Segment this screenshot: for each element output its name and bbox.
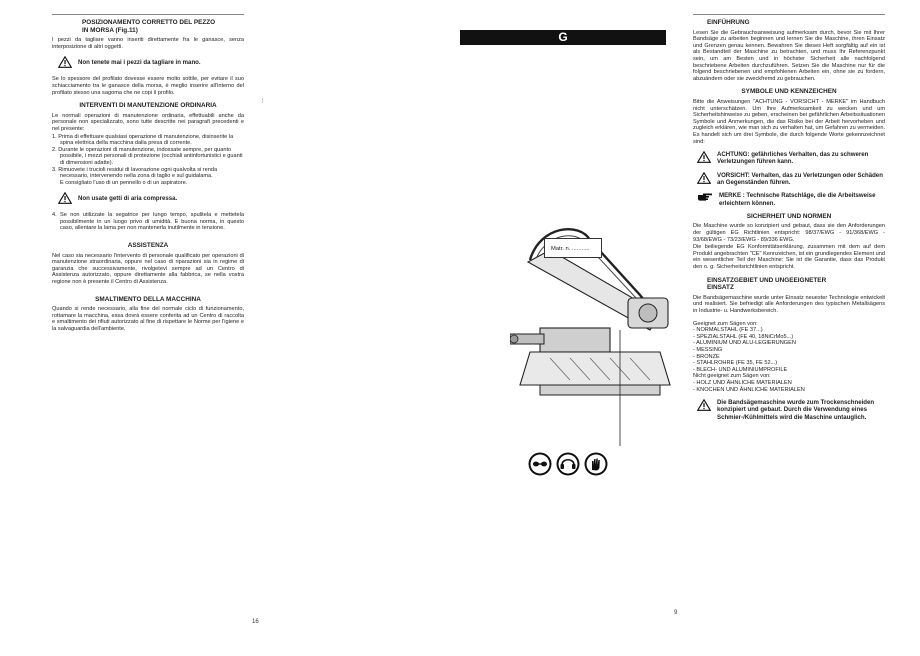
ear-protection-icon [556,452,580,476]
symbol-achtung: ACHTUNG: gefährliches Verhalten, das zu … [697,151,885,166]
page-number-left: 16 [252,619,259,625]
sicherheit-paragraph-1: Die Maschine wurde so konzipiert und geb… [693,223,885,243]
morsa-paragraph: I pezzi da tagliare vanno inseriti diret… [52,37,244,50]
warning-compressed-air-text: Non usate getti di aria compressa. [78,194,178,202]
serial-number-label: Matr. n. ........... [544,238,602,258]
list-item: - KNOCHEN UND ÄHNLICHE MATERIALEN [693,386,805,393]
section-manutenzione-title: INTERVENTI DI MANUTENZIONE ORDINARIA [79,102,217,110]
warning-hands: Non tenete mai i pezzi da tagliare in ma… [58,56,244,69]
warning-hands-text: Non tenete mai i pezzi da tagliare in ma… [78,58,201,66]
warning-compressed-air: Non usate getti di aria compressa. [58,192,244,205]
symbole-paragraph: Bitte die Anweisungen "ACHTUNG - VORSICH… [693,98,885,145]
section-assistenza-title: ASSISTENZA [127,242,169,250]
right-page: G Matr. n. ........... [460,0,920,656]
list-item: E consigliato l'uso di un pennello o di … [60,179,188,186]
left-text-column: POSIZIONAMENTO CORRETTO DEL PEZZO IN MOR… [52,14,244,339]
warning-triangle-icon [58,56,72,69]
margin-mark: ¦ [262,98,264,104]
gloves-icon [584,452,608,476]
merke-text: MERKE : Technische Ratschläge, die die A… [719,192,876,207]
section-einsatz-title-line1: EINSATZGEBIET UND UNGEEIGNETER [707,276,827,284]
spessore-paragraph: Se lo spessore del profilato dovesse ess… [52,76,244,96]
unsuitable-list: - HOLZ UND ÄHNLICHE MATERIALEN - KNOCHEN… [693,380,885,393]
bandsaw-illustration [510,227,671,446]
sicherheit-paragraph-2: Die beiliegende EG Konformitätserklärung… [693,244,885,271]
list-item: - HOLZ UND ÄHNLICHE MATERIALEN [693,379,792,386]
list-item: - BRONZE [693,353,720,360]
pointing-hand-icon [698,193,712,201]
vorsicht-text: VORSICHT: Verhalten, das zu Verletzungen… [717,171,883,186]
section-einfuehrung-title: EINFÜHRUNG [707,19,750,26]
suitable-intro: Geeignet zum Sägen von: [693,320,758,327]
ppe-icons [528,452,608,476]
list-item: 3. Rimuovete i trucioli residui di lavor… [52,166,218,180]
einfuehrung-paragraph: Lesen Sie die Gebrauchsanweisung aufmerk… [693,29,885,82]
assistenza-paragraph: Nel caso sia necessario l'intervento di … [52,252,244,286]
warning-dry-cutting: Die Bandsägemaschine wurde zum Trockensc… [697,399,885,421]
warning-triangle-icon [697,399,711,411]
list-item: - STAHLROHRE (FE 35, FE 52...) [693,360,778,367]
einsatz-paragraph: Die Bandsägemaschine wurde unter Einsatz… [693,294,885,314]
section-symbole-title: SYMBOLE UND KENNZEICHEN [741,88,837,96]
list-item: - MESSING [693,346,723,353]
manutenzione-list: 1. Prima di effettuare qualsiasi operazi… [52,134,244,187]
manutenzione-intro: Le normali operazioni di manutenzione or… [52,112,244,132]
page-number-right: 9 [674,610,678,616]
warning-triangle-icon [697,171,711,184]
section-sicherheit-title: SICHERHEIT UND NORMEN [746,212,832,220]
list-item: - NORMALSTAHL (FE 37...) [693,327,763,334]
section-smaltimento-title: SMALTIMENTO DELLA MACCHINA [95,295,201,303]
symbol-vorsicht: VORSICHT: Verhalten, das zu Verletzungen… [697,171,885,187]
symbol-merke: MERKE : Technische Ratschläge, die die A… [697,192,885,207]
left-page: POSIZIONAMENTO CORRETTO DEL PEZZO IN MOR… [52,14,264,625]
warning-triangle-icon [58,192,72,205]
list-item: - BLECH- UND ALUMINIUMPROFILE [693,366,788,373]
list-item: - SPEZIALSTAHL (FE 40, 18NiCrMo5...) [693,333,794,340]
achtung-text: ACHTUNG: gefährliches Verhalten, das zu … [717,151,869,166]
smaltimento-paragraph: Quando si rende necessario, alla fine de… [52,306,244,332]
section-einsatz-title: EINSATZGEBIET UND UNGEEIGNETER EINSATZ [707,277,885,292]
top-rule [52,14,244,15]
top-rule [693,14,885,15]
section-morsa-title: POSIZIONAMENTO CORRETTO DEL PEZZO IN MOR… [82,19,244,34]
warning-triangle-icon [697,151,711,163]
section-einsatz-title-line2: EINSATZ [707,284,734,292]
unsuitable-intro: Nicht geeignet zum Sägen von: [693,373,771,380]
list-item: 2. Durante le operazioni di manutenzione… [52,146,243,166]
section-morsa-title-line1: POSIZIONAMENTO CORRETTO DEL PEZZO [82,19,216,26]
suitable-list: - NORMALSTAHL (FE 37...) - SPEZIALSTAHL … [693,327,885,373]
safety-goggles-icon [528,452,552,476]
right-text-column: EINFÜHRUNG Lesen Sie die Gebrauchsanweis… [693,14,885,427]
list-item: - ALUMINIUM UND ALU-LEGIERUNGEN [693,340,796,347]
item-4-paragraph: 4. Se non utilizzate la segatrice per lu… [52,212,244,232]
dry-cutting-warning-text: Die Bandsägemaschine wurde zum Trockensc… [717,399,875,421]
language-banner: G [460,30,666,45]
section-morsa-title-line2: IN MORSA (Fig.11) [82,26,138,34]
list-item: 1. Prima di effettuare qualsiasi operazi… [52,133,234,147]
